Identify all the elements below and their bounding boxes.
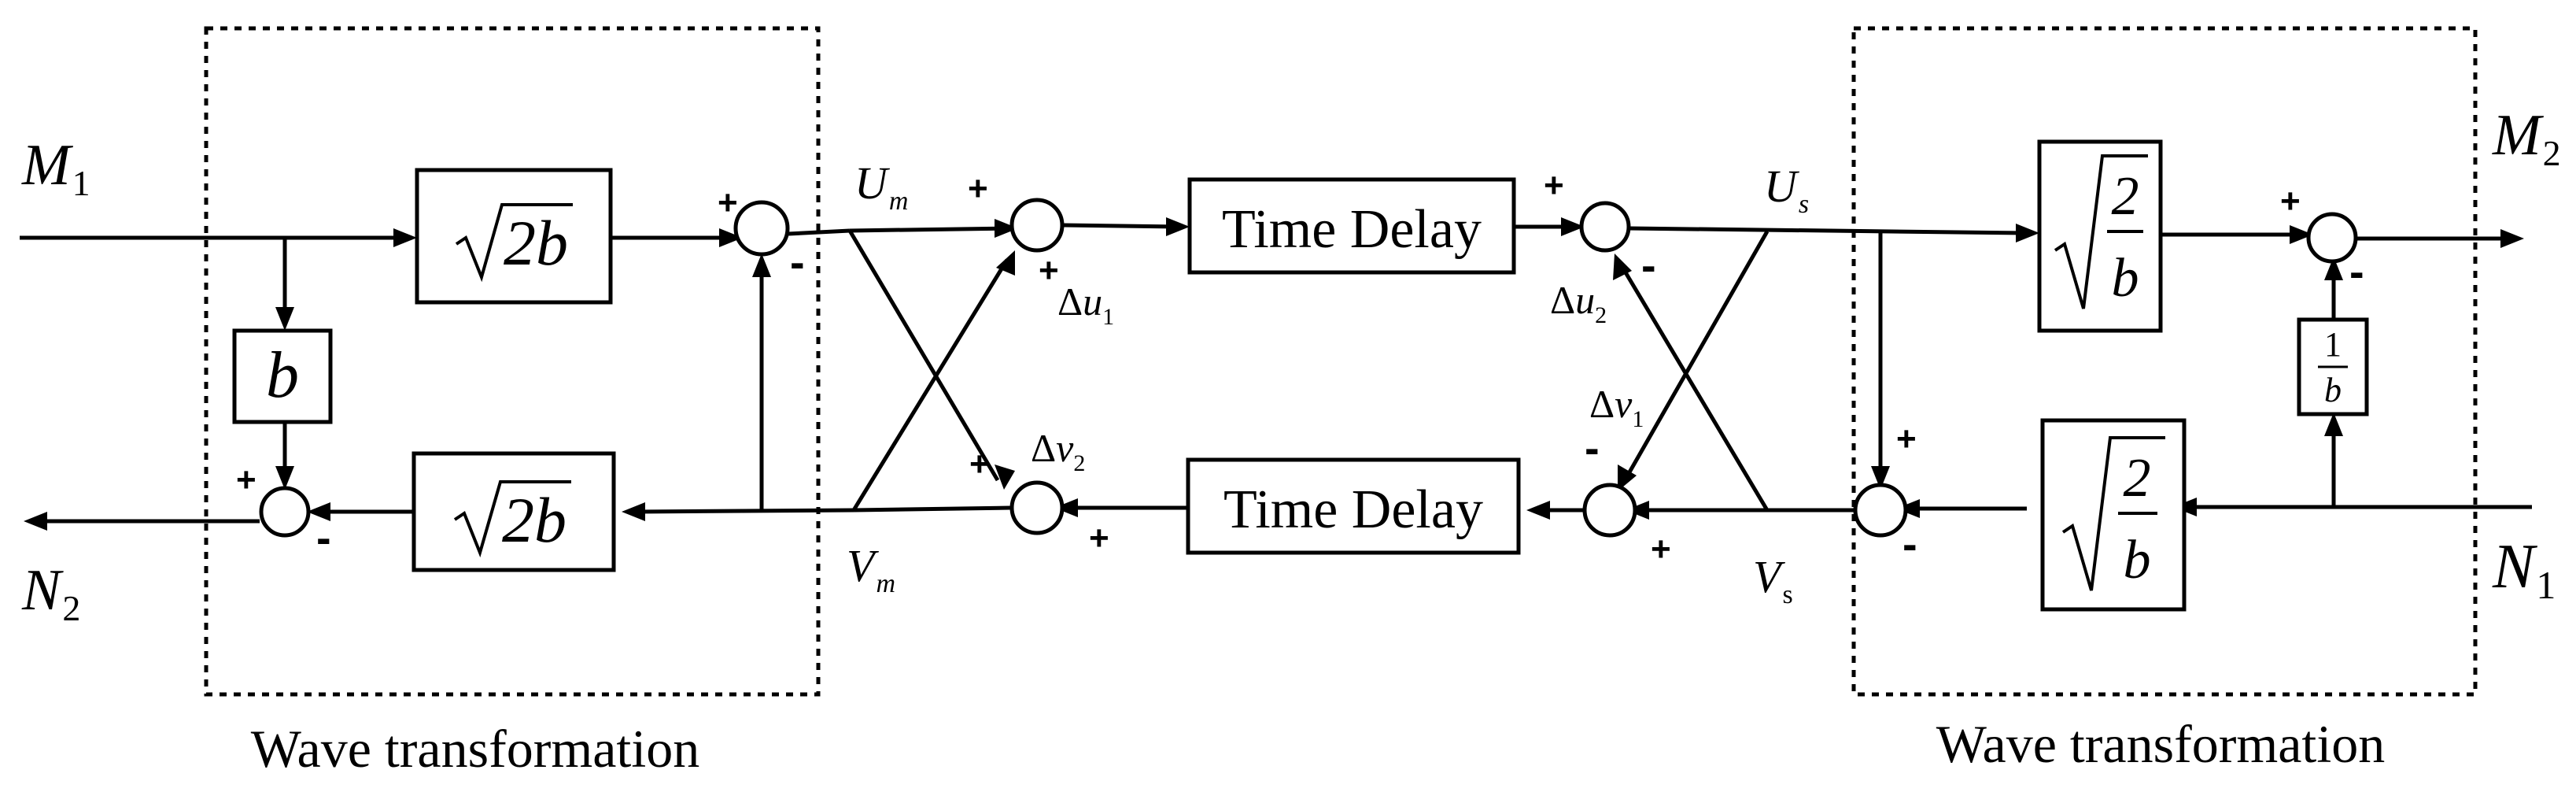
label-M2: M2: [2492, 103, 2561, 173]
label-Um: Um: [854, 157, 908, 216]
left-wave-transformation-caption: Wave transformation: [251, 719, 699, 779]
arrowhead-cross-to-dv-sum: [995, 464, 1015, 490]
two-over-b-bottom-denominator: b: [2124, 530, 2151, 590]
summing-junction-right-bottom: [1853, 483, 1908, 538]
sign-minus: -: [1641, 240, 1656, 290]
two-over-b-bottom-numerator: 2: [2124, 448, 2151, 509]
arrowhead-cross-to-us-sum: [1613, 254, 1632, 280]
sqrt-2-over-b-block-bottom: 2 b: [2040, 418, 2187, 612]
arrowheads: [24, 217, 2524, 531]
summing-junction-vs: [1582, 483, 1637, 538]
two-over-b-top-numerator: 2: [2112, 166, 2139, 227]
sqrt-2b-label: 2b: [504, 207, 568, 279]
arrowhead-to-sqrt2b-bottom: [622, 502, 645, 521]
arrowhead-to-left-bottom-junction-left: [307, 502, 330, 521]
sign-minus: -: [1902, 519, 1917, 568]
arrowhead-to-right-top-junction: [2290, 225, 2313, 244]
arrowhead-m2-output: [2500, 229, 2524, 248]
summing-junction-us: [1579, 201, 1631, 253]
arrowhead-to-time-delay-bottom: [1526, 501, 1550, 520]
arrowhead-to-right-top-junction-up: [2324, 257, 2343, 280]
time-delay-block-bottom: Time Delay: [1186, 457, 1521, 555]
sign-plus: +: [1039, 251, 1059, 290]
summing-junction-right-top: [2306, 212, 2358, 264]
one-over-b-block: 1 b: [2297, 317, 2369, 416]
sqrt-2b-bottom-label: 2b: [502, 484, 566, 556]
sign-plus: +: [2280, 182, 2301, 220]
sign-plus: +: [1089, 519, 1109, 557]
right-wave-transformation-region: [1851, 26, 2478, 697]
arrowhead-cross-to-du-sum: [996, 250, 1015, 276]
arrowhead-feedback-up: [752, 254, 771, 277]
sign-plus: +: [968, 169, 988, 208]
arrowhead-to-b-block: [275, 307, 294, 331]
sign-plus: +: [236, 461, 256, 499]
summing-junction-left-bottom: [259, 486, 311, 538]
arrowhead-n2-output: [24, 512, 47, 531]
arrowhead-to-left-top-junction: [719, 228, 743, 247]
arrowhead-to-dv-sum: [1054, 498, 1078, 517]
sign-minus: -: [2349, 246, 2364, 296]
label-delta-v2: Δv2: [1031, 426, 1085, 476]
arrowhead-to-right-bottom-junction: [1871, 466, 1890, 490]
right-wave-transformation-caption: Wave transformation: [1936, 714, 2385, 774]
time-delay-block-top: Time Delay: [1187, 177, 1516, 275]
label-Us: Us: [1764, 161, 1809, 219]
sign-plus: +: [969, 445, 990, 483]
arrowhead-to-sqrt2b-top: [393, 228, 417, 247]
arrowhead-to-time-delay-top: [1166, 217, 1190, 236]
sign-minus: -: [790, 237, 805, 287]
one-over-b-numerator: 1: [2324, 325, 2342, 364]
sign-plus: +: [1544, 166, 1564, 205]
label-N1: N1: [2492, 532, 2556, 607]
sign-plus: +: [1651, 530, 1671, 568]
sign-plus: +: [718, 183, 738, 222]
one-over-b-denominator: b: [2324, 371, 2342, 409]
label-delta-v1: Δv1: [1589, 382, 1644, 432]
arrowhead-to-du-sum: [995, 219, 1018, 238]
label-M1: M1: [21, 133, 90, 203]
label-delta-u2: Δu2: [1550, 278, 1607, 328]
arrowhead-to-left-bottom-junction: [275, 466, 294, 490]
summing-junction-du1: [1009, 198, 1065, 253]
signal-labels: M1 N2 M2 N1 Um Vm Us Vs Δu1 Δv2 Δu2 Δv1: [21, 103, 2561, 628]
sign-minus: -: [1585, 423, 1600, 472]
two-over-b-top-denominator: b: [2112, 248, 2139, 309]
label-Vm: Vm: [847, 540, 895, 598]
sign-plus: +: [1896, 420, 1917, 458]
junction-signs: + - + - + + + + + - - + + - + -: [236, 166, 2364, 568]
arrowhead-to-right-bottom-junction-left: [1896, 499, 1920, 518]
summing-junction-dv2: [1009, 480, 1065, 535]
signal-wires: [20, 223, 2532, 524]
sign-minus: -: [316, 513, 331, 562]
label-Vs: Vs: [1753, 551, 1793, 609]
label-N2: N2: [21, 558, 80, 628]
label-delta-u1: Δu1: [1057, 279, 1114, 330]
b-block: b: [232, 328, 333, 424]
time-delay-bottom-label: Time Delay: [1223, 479, 1483, 540]
arrowhead-to-1-over-b: [2324, 413, 2343, 436]
sqrt-2-over-b-block-top: 2 b: [2037, 139, 2163, 333]
arrowhead-cross-to-vs-sum: [1618, 464, 1637, 491]
arrowhead-to-vs-sum: [1626, 501, 1649, 520]
time-delay-top-label: Time Delay: [1222, 199, 1482, 260]
sqrt-2b-block-top: 2b: [415, 168, 613, 305]
sqrt-2b-block-bottom: 2b: [411, 451, 616, 572]
arrowhead-to-right-sqrt-top: [2016, 224, 2039, 242]
b-label: b: [266, 339, 299, 412]
summing-junction-left-top: [733, 200, 790, 257]
arrowhead-to-us-sum: [1561, 217, 1585, 236]
